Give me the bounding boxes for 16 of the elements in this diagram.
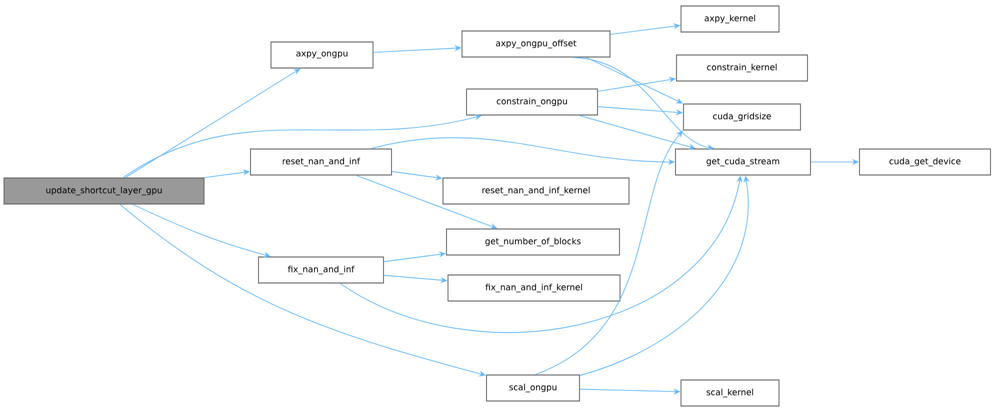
function-box: cuda_get_device (859, 148, 991, 176)
function-box: scal_ongpu (486, 374, 580, 402)
function-box: reset_nan_and_inf (250, 148, 392, 176)
function-box: fix_nan_and_inf_kernel (448, 274, 620, 302)
function-box: get_number_of_blocks (446, 228, 620, 256)
function-box: reset_nan_and_inf_kernel (442, 178, 630, 204)
function-box: constrain_ongpu (466, 88, 598, 116)
function-box: update_shortcut_layer_gpu (4, 178, 204, 204)
function-box: axpy_ongpu (270, 42, 374, 68)
function-box: axpy_kernel (680, 6, 780, 32)
function-box: get_cuda_stream (675, 148, 811, 176)
function-box: cuda_gridsize (683, 104, 801, 130)
function-box: scal_kernel (680, 380, 780, 406)
function-box: fix_nan_and_inf (258, 256, 384, 284)
function-box: constrain_kernel (676, 54, 808, 82)
function-box: axpy_ongpu_offset (462, 30, 610, 58)
